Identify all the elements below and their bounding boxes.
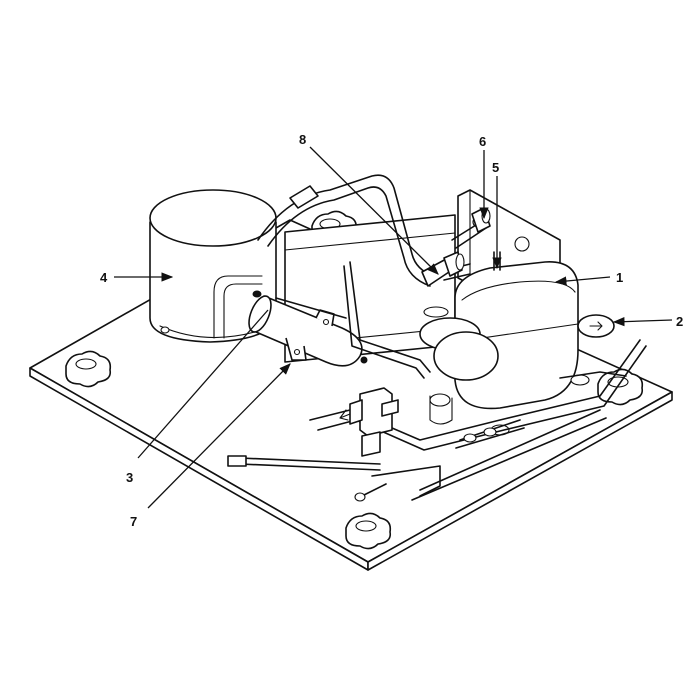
solenoid-valve: [339, 387, 399, 457]
leader-7: [147, 363, 291, 509]
callout-2: 2: [676, 314, 683, 329]
compressor: [419, 261, 590, 436]
refrigerant-piping: [227, 174, 647, 502]
mounting-foot-front: [345, 512, 392, 550]
callout-8: 8: [299, 132, 306, 147]
leader-3: [137, 309, 269, 459]
callout-4: 4: [100, 270, 108, 285]
callout-7: 7: [130, 514, 137, 529]
callout-6: 6: [479, 134, 486, 149]
callout-3: 3: [126, 470, 133, 485]
leader-8: [309, 146, 439, 275]
callout-5: 5: [492, 160, 499, 175]
mounting-foot-right: [597, 368, 644, 406]
mounting-foot-left: [65, 350, 112, 388]
callout-labels: 1 2 3 4 5 6 7 8: [100, 132, 683, 529]
leader-1: [554, 276, 611, 286]
receiver-tank: [149, 189, 277, 343]
leader-2: [612, 316, 673, 327]
callout-1: 1: [616, 270, 623, 285]
callout-leaders: [114, 146, 673, 509]
sight-glass: [577, 314, 615, 338]
